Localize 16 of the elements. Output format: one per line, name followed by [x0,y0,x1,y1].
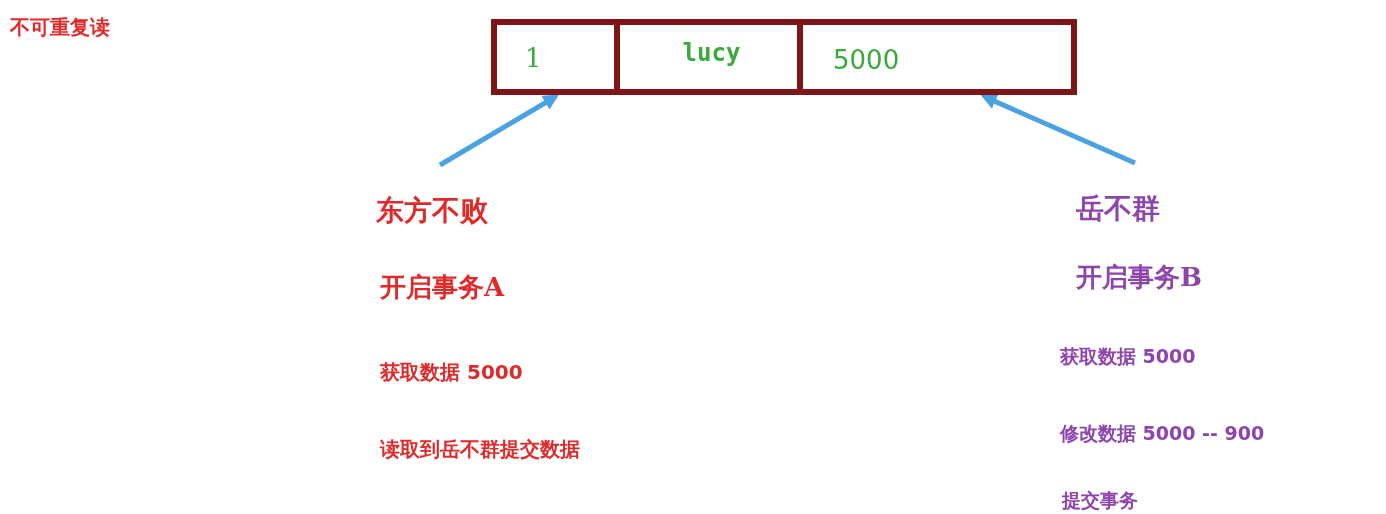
person-label: 岳不群 [1076,188,1186,226]
table-cell: 5000 [809,25,1071,89]
step-text: 开启事务B [1076,261,1202,294]
arrow [980,94,1136,166]
step-text: 提交事务 [1062,488,1138,513]
step-text: 开启事务A [380,271,505,304]
data-row-table [491,19,1077,95]
arrow [438,94,560,168]
title: 不可重复读 [10,14,110,41]
step-text: 获取数据 5000 [1060,344,1196,369]
table-cell: 1 [497,25,620,89]
person-label: 东方不败 [376,190,516,230]
table-cell: lucy [626,25,803,89]
step-text: 读取到岳不群提交数据 [380,436,580,463]
step-text: 获取数据 5000 [380,359,523,386]
step-text: 修改数据 5000 -- 900 [1060,421,1265,446]
